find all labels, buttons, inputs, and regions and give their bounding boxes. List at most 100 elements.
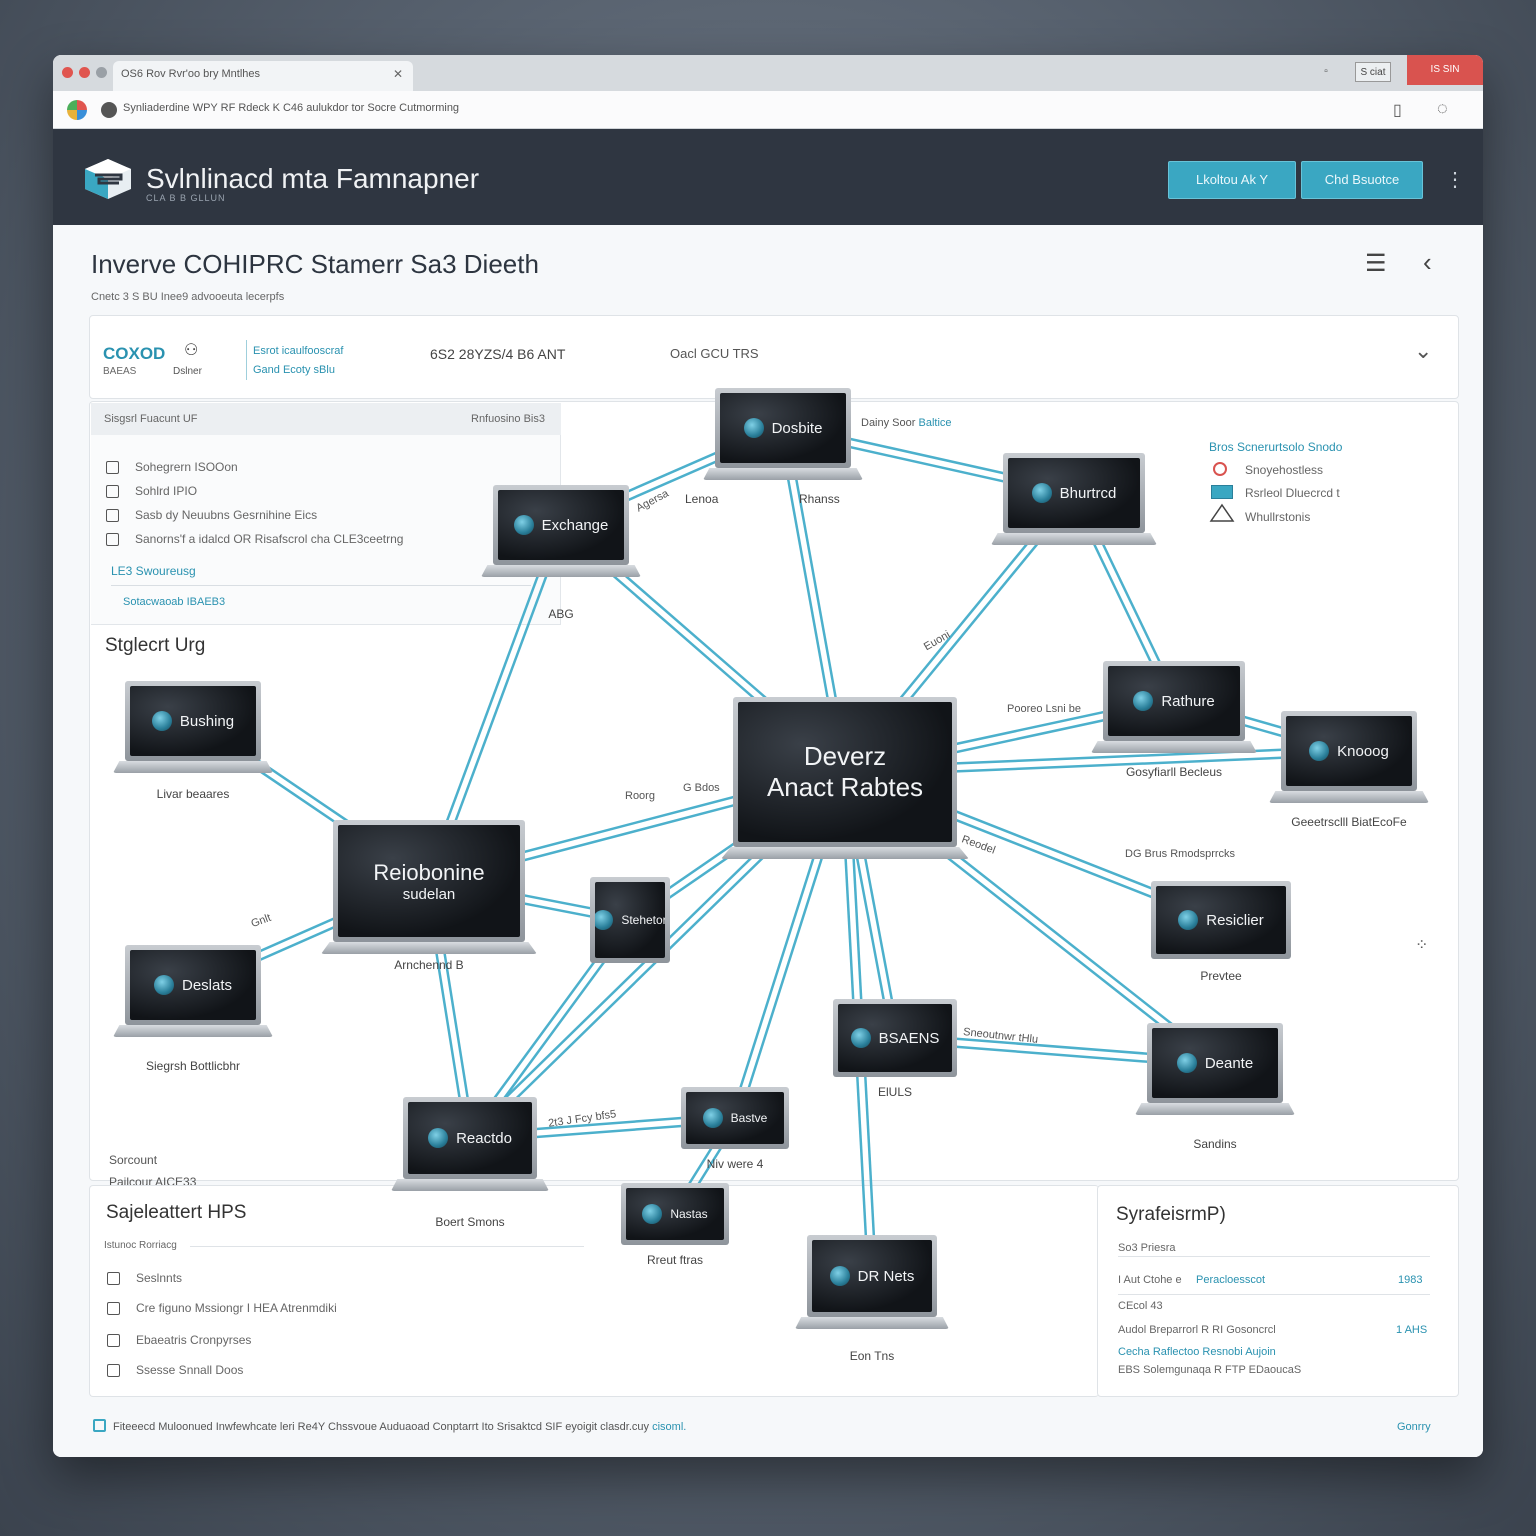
window-minimize-icon[interactable]: ▫: [1324, 66, 1328, 77]
globe-icon: [1031, 483, 1052, 503]
browser-window: OS6 Rov Rvr'oo bry Mntlhes ✕ ▫ S ciat IS…: [53, 55, 1483, 1457]
window-restore-button[interactable]: S ciat: [1355, 62, 1391, 82]
edge-label-top-right: Dainy Soor Baltice: [861, 417, 952, 429]
summary-card: COXOD BAEAS ⚇ Dslner Esrot icaulfooscraf…: [89, 315, 1459, 399]
filter-item-1: Sohegrern ISOOon: [135, 460, 238, 474]
edge-label-top-right-text: Dainy Soor: [861, 417, 916, 429]
header-button-1[interactable]: Lkoltou Ak Y: [1168, 161, 1296, 199]
summary-link-1[interactable]: Esrot icaulfooscraf: [253, 345, 344, 357]
legend-triangle-icon: [1209, 503, 1235, 522]
bottom-left-title: Sajeleattert HPS: [106, 1202, 247, 1223]
node-screen-inner: Resiclier: [1156, 886, 1286, 954]
app-header: Svlnlinacd mta Famnapner CLA B B GLLUN L…: [53, 129, 1483, 225]
globe-icon: [151, 711, 172, 731]
close-tab-icon[interactable]: ✕: [392, 67, 403, 81]
page-title: Inverve COHIPRC Stamerr Sa3 Dieeth: [91, 249, 539, 279]
divider: [246, 340, 247, 380]
refresh-icon[interactable]: ◌: [1437, 98, 1448, 118]
node-screen-inner: Rathure: [1108, 666, 1240, 736]
globe-icon: [642, 1204, 663, 1224]
node-screen: BSAENS: [833, 999, 957, 1077]
site-info-icon[interactable]: [101, 102, 117, 118]
filter-checkbox-2[interactable]: [106, 485, 119, 498]
footer-right-link[interactable]: Gonrry: [1397, 1421, 1431, 1433]
close-window-button[interactable]: [62, 67, 73, 78]
node-label: Siegrsh Bottlicbhr: [145, 1059, 241, 1073]
row1-label: I Aut Ctohe e: [1118, 1274, 1182, 1286]
bottom-checkbox-3[interactable]: [107, 1334, 120, 1347]
filter-checkbox-1[interactable]: [106, 461, 119, 474]
node-screen: Deante: [1147, 1023, 1283, 1103]
header-button-2[interactable]: Chd Bsuotce: [1301, 161, 1423, 199]
laptop-base: [721, 847, 969, 859]
node-title: Reactdo: [456, 1129, 512, 1147]
filter-checkbox-4[interactable]: [106, 533, 119, 546]
filter-link-1[interactable]: LE3 Swoureusg: [111, 564, 196, 578]
maximize-window-button[interactable]: [96, 67, 107, 78]
row3-value: 1 AHS: [1396, 1324, 1428, 1336]
bottom-checkbox-2[interactable]: [107, 1302, 120, 1315]
app-subtitle: CLA B B GLLUN: [146, 193, 226, 203]
filter-link-2[interactable]: Sotacwaoab IBAEB3: [123, 596, 226, 608]
url-field[interactable]: Synliaderdine WPY RF Rdeck K C46 aulukdo…: [123, 102, 460, 114]
bottom-right-link[interactable]: Cecha Raflectoo Resnobi Aujoin: [1118, 1346, 1276, 1358]
filter-item-2: Sohlrd IPIO: [135, 484, 198, 498]
node-title: Nastas: [670, 1207, 708, 1221]
app-title: Svlnlinacd mta Famnapner: [146, 163, 480, 194]
hamburger-menu-icon[interactable]: ☰: [1365, 250, 1387, 277]
node-screen: DR Nets: [807, 1235, 937, 1317]
more-options-icon[interactable]: ⋮: [1445, 169, 1465, 191]
footer-note-link[interactable]: cisoml.: [652, 1421, 687, 1433]
footer-checkbox[interactable]: [93, 1419, 106, 1432]
bottom-right-title: SyrafeisrmP): [1116, 1204, 1226, 1225]
node-screen-inner: Stehetor: [595, 882, 665, 958]
minimize-window-button[interactable]: [79, 67, 90, 78]
filter-divider: [111, 585, 531, 586]
filter-checkbox-3[interactable]: [106, 509, 119, 522]
globe-icon: [428, 1128, 449, 1148]
summary-value: 6S2 28YZS/4 B6 ANT: [430, 346, 566, 362]
edge-label-top-right-link[interactable]: Baltice: [918, 417, 952, 429]
summary-link-2[interactable]: Gand Ecoty sBlu: [253, 364, 335, 376]
node-screen-inner: Deslats: [130, 950, 256, 1020]
expand-icon[interactable]: ⁘: [1415, 937, 1429, 954]
node-stehetor[interactable]: Stehetor: [590, 877, 670, 963]
node-title-line-2: Anact Rabtes: [766, 772, 924, 802]
chevron-down-icon[interactable]: ⌄: [1414, 338, 1433, 363]
node-screen-inner: Bhurtrcd: [1008, 458, 1140, 528]
bottom-checkbox-1[interactable]: [107, 1272, 120, 1285]
browser-tab[interactable]: OS6 Rov Rvr'oo bry Mntlhes ✕: [113, 61, 413, 91]
node-label-left: Lenoa: [685, 492, 719, 506]
node-screen: Rathure: [1103, 661, 1245, 741]
node-label: Geeetrsclll BiatEcoFe: [1291, 815, 1407, 829]
tab-strip: OS6 Rov Rvr'oo bry Mntlhes ✕ ▫ S ciat IS…: [53, 55, 1483, 91]
node-title: Dosbite: [771, 419, 823, 437]
node-bhurted[interactable]: Bhurtrcd: [991, 453, 1157, 545]
node-screen: Exchange: [493, 485, 629, 565]
bookmark-icon[interactable]: ▯: [1393, 102, 1402, 119]
window-close-button[interactable]: IS SIN: [1407, 55, 1483, 85]
filter-header-left: Sisgsrl Fuacunt UF: [104, 413, 198, 425]
row1-link[interactable]: Peracloesscot: [1196, 1274, 1266, 1286]
chevron-left-icon[interactable]: ‹: [1423, 247, 1432, 277]
bottom-checkbox-4[interactable]: [107, 1364, 120, 1377]
legend-item-3: Whullrstonis: [1245, 510, 1311, 524]
node-screen-inner: BSAENS: [838, 1004, 952, 1072]
